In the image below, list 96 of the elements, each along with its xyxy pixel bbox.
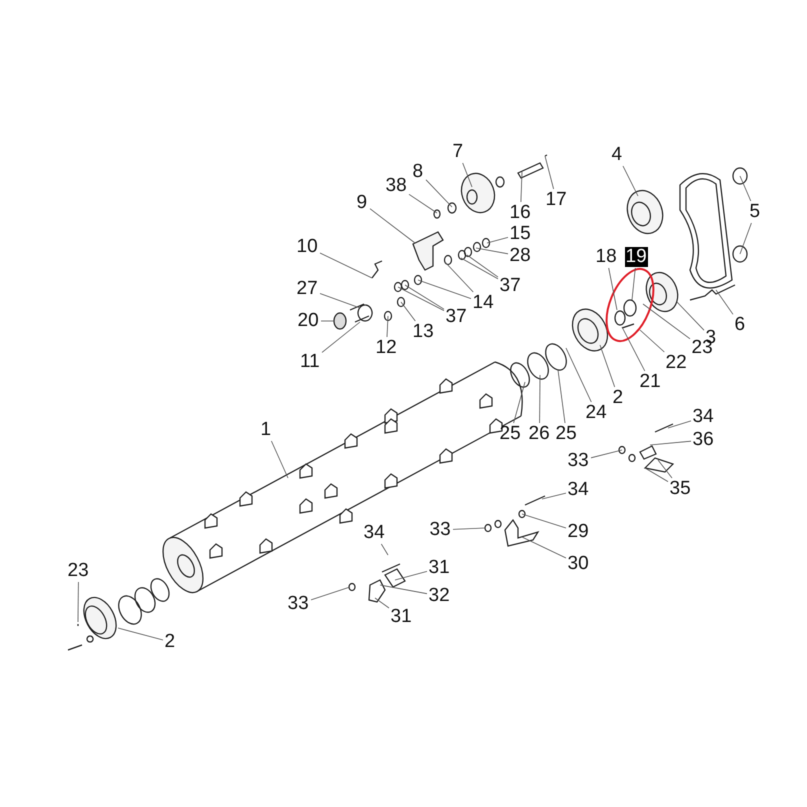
leader-line [476, 248, 508, 254]
callout-number: 25 [498, 424, 522, 444]
leader-line [310, 586, 350, 600]
callout-number: 31 [390, 607, 413, 627]
leader-line [542, 492, 566, 500]
callout-number: 26 [528, 424, 551, 444]
callout-number: 15 [508, 224, 532, 244]
leader-line [404, 284, 444, 310]
leader-line [640, 330, 665, 352]
callout-number: 27 [296, 279, 319, 299]
leader-line [118, 628, 164, 640]
leader-line [466, 254, 498, 278]
callout-number: 2 [164, 632, 176, 652]
callout-number: 10 [296, 237, 319, 257]
leader-line [386, 316, 388, 338]
leader-line [566, 348, 592, 402]
leader-line [513, 382, 526, 424]
callout-number: 5 [748, 202, 762, 222]
callout-number: 35 [668, 479, 692, 499]
leader-line [374, 598, 390, 608]
callout-number: 33 [566, 451, 590, 471]
callout-number: 4 [610, 145, 624, 165]
callout-number: 18 [594, 247, 618, 267]
callout-number: 9 [356, 193, 368, 213]
leader-line [380, 544, 388, 556]
leader-line [622, 166, 638, 196]
leader-line [558, 370, 566, 424]
leader-line [370, 208, 416, 244]
leader-line [716, 290, 734, 315]
leader-line [271, 440, 288, 478]
leader-line [380, 584, 428, 594]
callout-number: 14 [472, 293, 495, 313]
callout-number: 34 [362, 523, 386, 543]
callout-number: 31 [428, 558, 451, 578]
callout-number: 19 [624, 247, 648, 267]
leader-line [426, 179, 452, 208]
leader-line [400, 302, 416, 322]
callout-number: 33 [428, 520, 452, 540]
leader-line [486, 237, 508, 244]
callout-number: 17 [544, 190, 568, 210]
callout-number: 33 [286, 594, 310, 614]
leader-line [590, 450, 622, 458]
leader-line [320, 293, 360, 308]
callout-number: 25 [554, 424, 578, 444]
leader-line [600, 344, 616, 388]
callout-number: 2 [612, 388, 624, 408]
leader-line [394, 571, 428, 580]
leader-line [520, 172, 522, 202]
callout-number: 6 [734, 315, 746, 335]
callout-number: 11 [299, 352, 321, 372]
callout-number: 16 [508, 203, 532, 223]
leader-line [322, 322, 360, 353]
leader-line [676, 302, 704, 331]
callout-number: 21 [638, 372, 662, 392]
leader-line [740, 176, 752, 202]
callout-number: 37 [498, 276, 522, 296]
callout-number: 23 [66, 561, 90, 581]
callout-number: 32 [428, 586, 451, 606]
leader-line [444, 262, 474, 292]
leader-line [544, 156, 554, 190]
callout-number: 34 [692, 407, 715, 427]
leader-line [650, 440, 692, 446]
leader-line [522, 514, 566, 528]
callout-number: 29 [566, 522, 590, 542]
leader-line [642, 304, 690, 340]
leader-line [78, 582, 79, 622]
leader-line [740, 222, 752, 254]
leader-line [668, 420, 692, 428]
leader-line [408, 194, 438, 214]
callout-number: 36 [692, 430, 715, 450]
callout-number: 13 [412, 322, 435, 342]
leader-line [658, 460, 672, 478]
callout-number: 37 [444, 307, 468, 327]
leader-line [320, 320, 334, 322]
leader-line [398, 286, 444, 311]
callout-number: 8 [412, 162, 424, 182]
callout-number: 20 [296, 311, 320, 331]
leader-line [608, 268, 618, 310]
leader-line [418, 280, 472, 299]
leader-line [320, 252, 372, 278]
callout-number: 34 [566, 480, 590, 500]
callout-number: 38 [384, 176, 408, 196]
leader-line [462, 162, 472, 188]
callout-number: 22 [664, 353, 688, 373]
callout-number: 24 [584, 403, 608, 423]
callout-number: 1 [260, 420, 272, 440]
callout-number: 12 [374, 338, 398, 358]
leader-line [460, 258, 498, 280]
callout-number: 28 [508, 246, 532, 266]
leader-line [452, 528, 486, 530]
leader-line [522, 536, 566, 558]
callout-number: 30 [566, 554, 590, 574]
callout-number: 7 [452, 142, 464, 162]
leader-line [622, 326, 646, 372]
leader-line [539, 374, 540, 424]
leader-line [644, 468, 668, 482]
